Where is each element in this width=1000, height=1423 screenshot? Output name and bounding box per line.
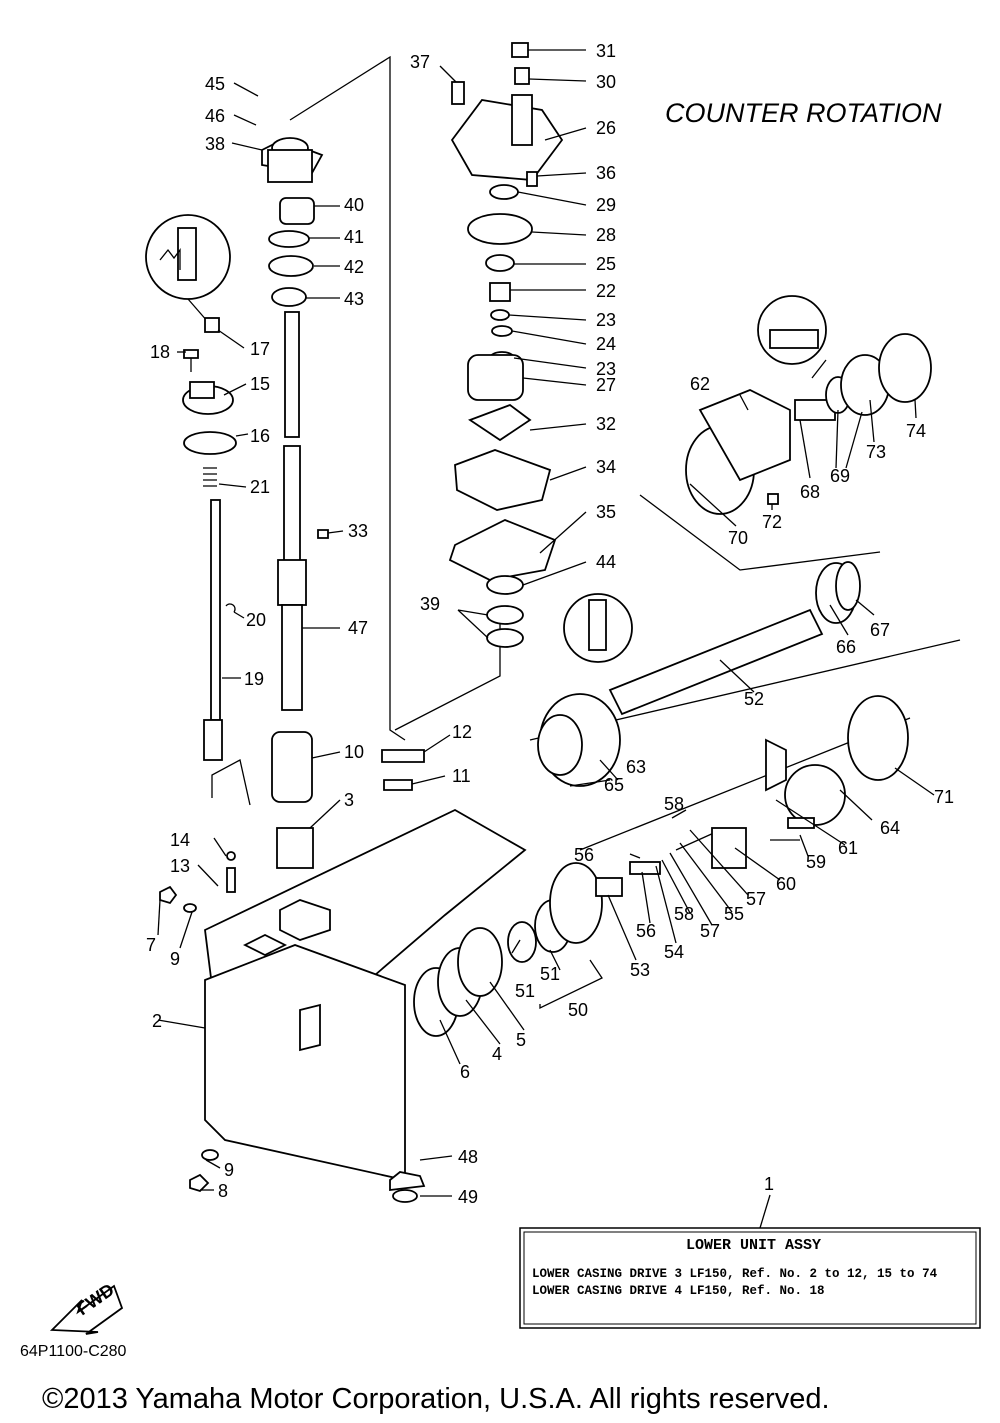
callout-23-a: 23: [596, 310, 616, 330]
water-pump-assembly: [448, 42, 633, 663]
callout-22: 22: [596, 281, 616, 301]
callout-65: 65: [604, 775, 624, 795]
callout-26: 26: [596, 118, 616, 138]
callout-11: 11: [452, 766, 471, 786]
callout-73: 73: [866, 442, 886, 462]
callout-20: 20: [246, 610, 266, 630]
callout-23-b: 23: [596, 359, 616, 379]
info-box-line1: LOWER CASING DRIVE 3 LF150, Ref. No. 2 t…: [532, 1267, 938, 1281]
callout-12: 12: [452, 722, 472, 742]
callout-28: 28: [596, 225, 616, 245]
callout-62: 62: [690, 374, 710, 394]
callout-19: 19: [244, 669, 264, 689]
callout-74: 74: [906, 421, 926, 441]
propeller-shaft-assembly: [413, 295, 932, 1037]
callout-16: 16: [250, 426, 270, 446]
callout-7: 7: [146, 935, 156, 955]
callout-61: 61: [838, 838, 858, 858]
callout-58-b: 58: [674, 904, 694, 924]
callout-8: 8: [218, 1181, 228, 1201]
callout-52: 52: [744, 689, 764, 709]
callout-5: 5: [516, 1030, 526, 1050]
callout-35: 35: [596, 502, 616, 522]
callout-56-a: 56: [574, 845, 594, 865]
callout-47: 47: [348, 618, 368, 638]
callout-66: 66: [836, 637, 856, 657]
callout-51-a: 51: [540, 964, 560, 984]
callout-70: 70: [728, 528, 748, 548]
callout-numbers: 2 3 4 5 6 7 8 9 9 10 11 12 13 14 15 16 1…: [146, 41, 954, 1207]
callout-9-b: 9: [224, 1160, 234, 1180]
callout-48: 48: [458, 1147, 478, 1167]
callout-17: 17: [250, 339, 270, 359]
callout-57-a: 57: [746, 889, 766, 909]
copyright-notice: ©2013 Yamaha Motor Corporation, U.S.A. A…: [42, 1383, 830, 1415]
callout-10: 10: [344, 742, 364, 762]
callout-18: 18: [150, 342, 170, 362]
callout-38: 38: [205, 134, 225, 154]
callout-71: 71: [934, 787, 954, 807]
callout-14: 14: [170, 830, 190, 850]
callout-15: 15: [250, 374, 270, 394]
callout-31: 31: [596, 41, 616, 61]
callout-4: 4: [492, 1044, 502, 1064]
callout-41: 41: [344, 227, 364, 247]
lower-unit-assy-box: LOWER UNIT ASSY LOWER CASING DRIVE 3 LF1…: [519, 1227, 981, 1329]
callout-50: 50: [568, 1000, 588, 1020]
callout-58-a: 58: [664, 794, 684, 814]
callout-72: 72: [762, 512, 782, 532]
info-box-heading: LOWER UNIT ASSY: [686, 1237, 821, 1254]
gasket-maker-icon: [757, 295, 827, 379]
callout-32: 32: [596, 414, 616, 434]
callout-33: 33: [348, 521, 368, 541]
diagram-code: 64P1100-C280: [20, 1343, 127, 1360]
leader-lines: [157, 49, 935, 1229]
callout-21: 21: [250, 477, 270, 497]
callout-27: 27: [596, 375, 616, 395]
callout-34: 34: [596, 457, 616, 477]
callout-43: 43: [344, 289, 364, 309]
water-resistant-grease-icon: [563, 593, 633, 663]
callout-49: 49: [458, 1187, 478, 1207]
callout-30: 30: [596, 72, 616, 92]
callout-25: 25: [596, 254, 616, 274]
callout-67: 67: [870, 620, 890, 640]
callout-64: 64: [880, 818, 900, 838]
callout-56-b: 56: [636, 921, 656, 941]
callout-6: 6: [460, 1062, 470, 1082]
drive-shaft-assembly: [226, 137, 425, 893]
info-box-line2: LOWER CASING DRIVE 4 LF150, Ref. No. 18: [532, 1284, 825, 1298]
callout-9-a: 9: [170, 949, 180, 969]
callout-55: 55: [724, 904, 744, 924]
callout-37: 37: [410, 52, 430, 72]
callout-13: 13: [170, 856, 190, 876]
callout-53: 53: [630, 960, 650, 980]
callout-57-b: 57: [700, 921, 720, 941]
callout-51-b: 51: [515, 981, 535, 1001]
callout-42: 42: [344, 257, 364, 277]
callout-3: 3: [344, 790, 354, 810]
callout-63: 63: [626, 757, 646, 777]
callout-24: 24: [596, 334, 616, 354]
callout-46: 46: [205, 106, 225, 126]
callout-59: 59: [806, 852, 826, 872]
callout-36: 36: [596, 163, 616, 183]
callout-44: 44: [596, 552, 616, 572]
molybdenum-grease-icon: [145, 214, 231, 323]
callout-2: 2: [152, 1011, 162, 1031]
callout-68: 68: [800, 482, 820, 502]
callout-45: 45: [205, 74, 225, 94]
callout-40: 40: [344, 195, 364, 215]
forward-arrow-icon: FWD: [49, 1279, 124, 1335]
callout-69: 69: [830, 466, 850, 486]
shift-rod-assembly: [145, 214, 237, 761]
callout-29: 29: [596, 195, 616, 215]
callout-39: 39: [420, 594, 440, 614]
lower-casing: [159, 808, 527, 1203]
info-box-ref-number: 1: [764, 1174, 774, 1194]
callout-54: 54: [664, 942, 684, 962]
callout-60: 60: [776, 874, 796, 894]
diagram-title: COUNTER ROTATION: [665, 98, 942, 128]
